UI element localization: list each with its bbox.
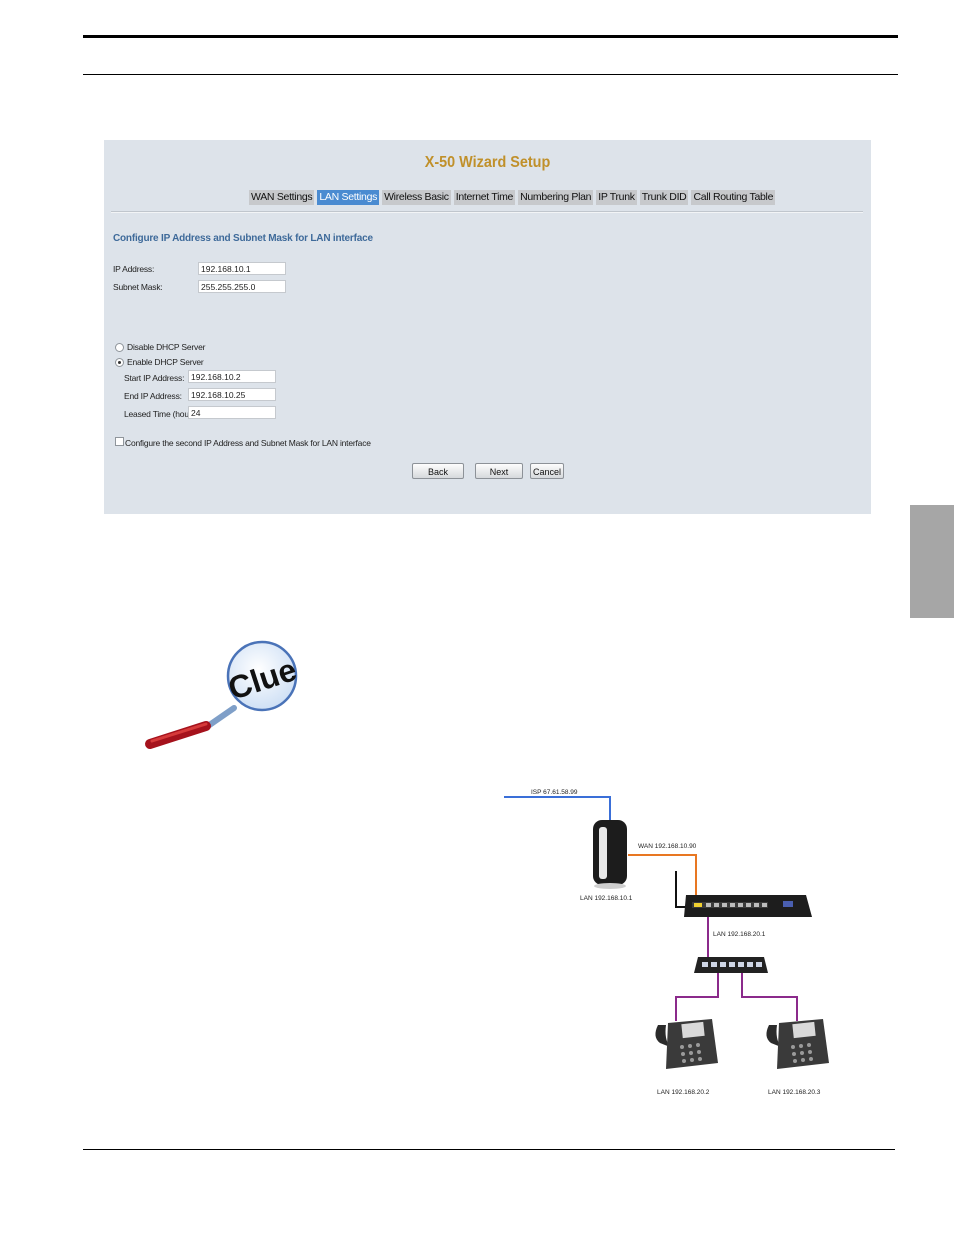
phone2-lan-label: LAN 192.168.20.3 [768,1089,821,1096]
wizard-tabs: WAN Settings LAN Settings Wireless Basic… [249,190,776,205]
second-ip-label: Configure the second IP Address and Subn… [125,438,371,448]
phone1-lan-label: LAN 192.168.20.2 [657,1089,710,1096]
tab-internet-time[interactable]: Internet Time [453,190,516,205]
wan-label: WAN 192.168.10.90 [638,843,697,850]
isp-label: ISP 67.61.58.99 [531,789,578,796]
lease-time-input[interactable]: 24 [188,406,276,419]
network-diagram: ISP 67.61.58.99 WAN 192.168.10.90 LAN 19… [500,785,840,1105]
tab-wireless-basic[interactable]: Wireless Basic [382,190,451,205]
wizard-separator [111,211,863,213]
header-rule-thin [83,74,898,75]
enable-dhcp-radio[interactable] [115,358,124,367]
ip-address-input[interactable]: 192.168.10.1 [198,262,286,275]
switch-icon [694,957,768,973]
tab-trunk-did[interactable]: Trunk DID [639,190,689,205]
x50-device-icon [684,895,812,917]
tab-lan-settings[interactable]: LAN Settings [317,190,380,205]
start-ip-label: Start IP Address: [124,373,185,383]
enable-dhcp-label: Enable DHCP Server [127,357,204,367]
end-ip-label: End IP Address: [124,391,182,401]
ip-phone-icon [766,1019,829,1069]
back-button[interactable]: Back [412,463,464,479]
clue-magnifier-icon: Clue [145,640,301,749]
chapter-side-tab [910,505,954,618]
wizard-title: X-50 Wizard Setup [424,154,551,171]
start-ip-input[interactable]: 192.168.10.2 [188,370,276,383]
disable-dhcp-radio[interactable] [115,343,124,352]
ip-address-label: IP Address: [113,264,155,274]
cancel-button[interactable]: Cancel [530,463,564,479]
ip-phone-icon [655,1019,718,1069]
wizard-panel: X-50 Wizard Setup WAN Settings LAN Setti… [104,140,871,514]
tab-wan-settings[interactable]: WAN Settings [249,190,315,205]
lease-time-label: Leased Time (hour): [124,409,197,419]
next-button[interactable]: Next [475,463,523,479]
footer-rule [83,1149,895,1150]
header-rule-thick [83,35,898,38]
disable-dhcp-label: Disable DHCP Server [127,342,206,352]
section-heading: Configure IP Address and Subnet Mask for… [113,233,373,244]
subnet-mask-label: Subnet Mask: [113,282,163,292]
wan-line [628,854,697,897]
x50-lan-label: LAN 192.168.20.1 [713,931,766,938]
router-lan-label: LAN 192.168.10.1 [580,895,633,902]
isp-line [504,796,611,823]
tab-numbering-plan[interactable]: Numbering Plan [518,190,594,205]
tab-call-routing-table[interactable]: Call Routing Table [691,190,776,205]
tab-ip-trunk[interactable]: IP Trunk [596,190,637,205]
second-ip-checkbox[interactable] [115,437,124,446]
end-ip-input[interactable]: 192.168.10.25 [188,388,276,401]
lan-line-phone1 [675,971,719,1021]
lan-line-phone2 [741,971,798,1021]
subnet-mask-input[interactable]: 255.255.255.0 [198,280,286,293]
router-icon [593,820,627,889]
